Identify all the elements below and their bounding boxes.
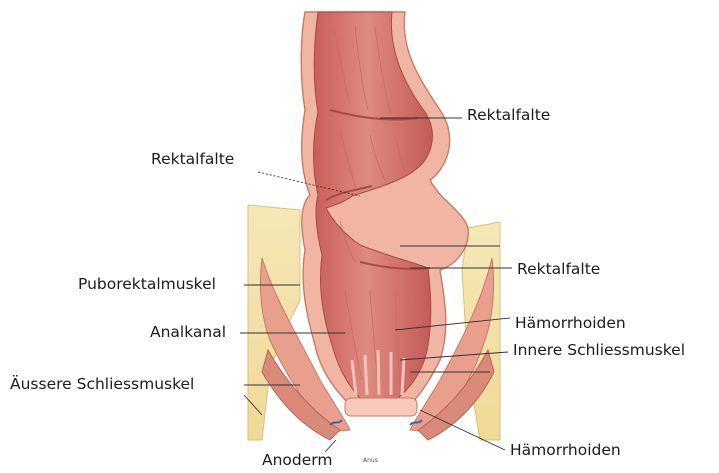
label-puborektalmuskel: Puborektalmuskel [78,277,216,293]
anoderm-zone [345,398,417,416]
label-haemorrhoiden-lower: Hämorrhoiden [510,443,621,459]
label-analkanal: Analkanal [150,325,226,341]
label-innere-schliessmuskel: Innere Schliessmuskel [513,343,685,359]
label-rektalfalte-right: Rektalfalte [517,262,600,278]
label-aeussere-schliessmuskel: Äussere Schliessmuskel [10,377,194,393]
label-rektalfalte-top: Rektalfalte [467,108,550,124]
label-rektalfalte-left: Rektalfalte [151,152,234,168]
label-anoderm: Anoderm [262,453,332,469]
label-haemorrhoiden-upper: Hämorrhoiden [515,316,626,332]
label-anus: Anus [363,458,378,464]
